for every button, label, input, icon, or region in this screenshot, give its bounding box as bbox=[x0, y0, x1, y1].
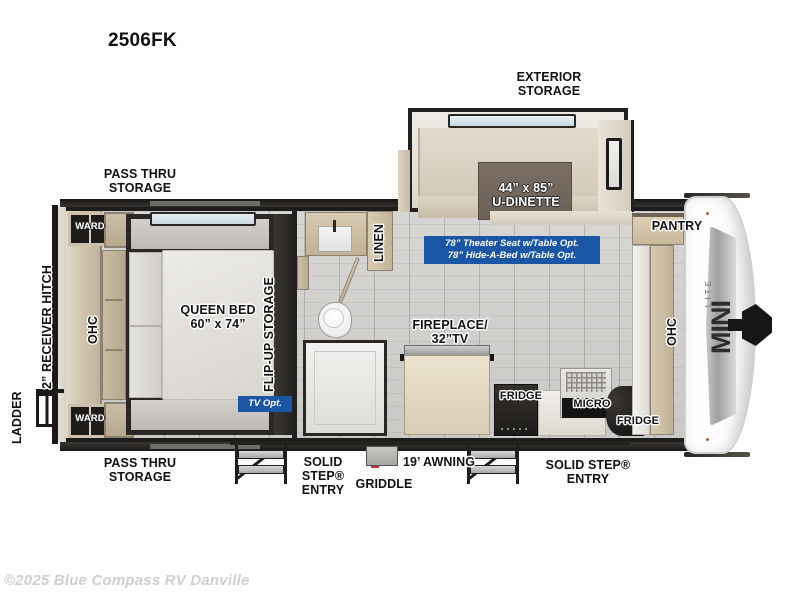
step-rail-b bbox=[284, 444, 287, 484]
hitch-coupler-icon bbox=[742, 304, 772, 346]
microwave-grill bbox=[566, 372, 606, 392]
label-ward-bottom: WARD bbox=[75, 413, 105, 424]
step-tread-lower bbox=[238, 465, 284, 474]
label-griddle: GRIDDLE bbox=[355, 477, 413, 491]
label-fireplace-tv: FIREPLACE/ 32”TV bbox=[412, 318, 488, 346]
badge-tv-option: TV Opt. bbox=[238, 396, 292, 412]
queen-mattress bbox=[162, 250, 274, 400]
pantry-column bbox=[632, 245, 650, 435]
toilet-icon bbox=[318, 302, 352, 338]
overhead-cabinet-left bbox=[66, 211, 102, 438]
label-u-dinette: 44” x 85” U-DINETTE bbox=[492, 181, 560, 209]
label-pantry: PANTRY bbox=[651, 219, 703, 233]
rear-wall-strip bbox=[56, 207, 66, 442]
front-cap-fastener-top bbox=[706, 212, 709, 215]
front-cap-trim-bottom bbox=[684, 452, 750, 457]
headboard bbox=[129, 252, 162, 398]
label-flip-up-storage: FLIP-UP STORAGE bbox=[262, 277, 276, 393]
faucet-icon bbox=[333, 220, 336, 232]
shower-pan bbox=[303, 340, 387, 436]
fireplace-cabinet bbox=[404, 355, 490, 435]
dinette-bench-left bbox=[418, 196, 478, 218]
page-title: 2506FK bbox=[108, 30, 177, 51]
ladder-top-bracket bbox=[36, 389, 64, 393]
awning-rail bbox=[230, 441, 630, 445]
slide-sidewall-left bbox=[398, 150, 410, 212]
label-linen: LINEN bbox=[372, 224, 386, 262]
overhead-cabinet-right bbox=[650, 245, 674, 435]
refrigerator-left bbox=[494, 384, 538, 436]
label-awning: 19’ AWNING bbox=[402, 455, 476, 469]
step-tread-upper bbox=[238, 450, 284, 459]
label-ohc-left: OHC bbox=[86, 315, 100, 345]
badge-dinette-options: 78” Theater Seat w/Table Opt. 78” Hide-A… bbox=[424, 236, 600, 264]
label-exterior-storage: EXTERIOR STORAGE bbox=[516, 70, 582, 98]
kitchen-back-wall bbox=[490, 211, 632, 225]
entry-step-right bbox=[467, 444, 519, 484]
bathroom-side-counter bbox=[297, 256, 309, 290]
bathroom-wall bbox=[292, 211, 297, 438]
label-receiver-hitch: 2” RECEIVER HITCH bbox=[40, 265, 54, 390]
microwave-base bbox=[562, 398, 610, 418]
step-tread-lower-2 bbox=[470, 465, 516, 474]
front-cap-trim-top bbox=[684, 193, 750, 198]
pass-thru-storage-door-bottom bbox=[150, 444, 260, 449]
label-ward-top: WARD bbox=[75, 221, 105, 232]
bedroom-skylight bbox=[150, 212, 256, 226]
dinette-window bbox=[448, 114, 576, 128]
step-tread-upper-2 bbox=[470, 450, 516, 459]
step-rail-d bbox=[516, 444, 519, 484]
copyright-credit: ©2025 Blue Compass RV Danville bbox=[4, 572, 250, 589]
griddle-icon bbox=[366, 446, 398, 468]
label-ladder: LADDER bbox=[10, 391, 24, 445]
label-ohc-right: OHC bbox=[665, 317, 679, 347]
flip-up-storage-unit bbox=[274, 214, 292, 435]
step-rail-a bbox=[235, 444, 238, 484]
label-pass-thru-storage-top: PASS THRU STORAGE bbox=[103, 167, 177, 195]
entry-step-left bbox=[235, 444, 287, 484]
receiver-hitch-rail bbox=[52, 205, 58, 444]
label-fridge-left: FRIDGE bbox=[499, 390, 543, 402]
label-pass-thru-storage-bottom: PASS THRU STORAGE bbox=[103, 456, 177, 484]
entry-side-window bbox=[606, 138, 622, 190]
front-cap-fastener-bottom bbox=[706, 438, 709, 441]
pantry-upper-trim bbox=[632, 213, 684, 217]
label-queen-bed: QUEEN BED 60” x 74” bbox=[180, 303, 256, 331]
bedroom-cabinet-column bbox=[102, 250, 126, 400]
step-rail-c bbox=[467, 444, 470, 484]
label-solid-step-entry-right: SOLID STEP® ENTRY bbox=[545, 458, 631, 486]
linen-closet bbox=[367, 211, 393, 271]
label-solid-step-entry-left: SOLID STEP® ENTRY bbox=[301, 455, 345, 497]
chassis-rail-top bbox=[60, 199, 690, 208]
pass-thru-storage-door-top bbox=[150, 201, 260, 206]
label-micro: MICRO bbox=[573, 398, 611, 410]
ladder-icon bbox=[36, 393, 58, 427]
label-fridge-right: FRIDGE bbox=[616, 415, 660, 427]
